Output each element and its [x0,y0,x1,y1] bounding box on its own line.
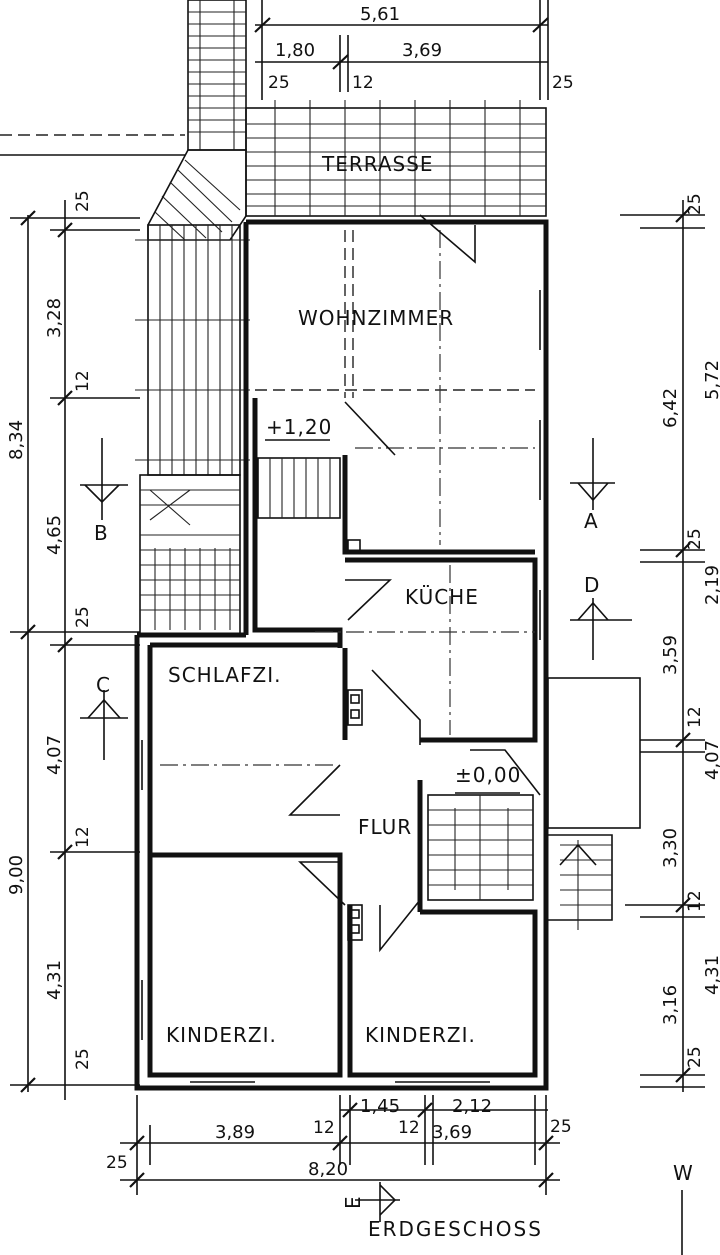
dim-bottom-e: 25 [550,1117,572,1137]
section-mark-b: B [94,521,109,545]
room-label-kids-1: KINDERZI. [166,1023,277,1047]
drawing-title: ERDGESCHOSS [368,1217,543,1241]
dim-bottom-overall: 8,20 [308,1159,348,1180]
dim-right-d6: 3,30 [660,828,681,868]
dim-right-o4: 4,31 [702,955,720,995]
dim-right-o2: 2,19 [702,565,720,605]
section-mark-a: A [584,509,599,533]
dimensions-bottom: 3,89 12 1,45 2,12 25 12 3,69 25 8,20 [106,1095,572,1195]
dim-bottom-c: 1,45 [360,1096,400,1117]
dim-left-overall-lower: 9,00 [6,855,27,895]
dim-right-d4: 3,59 [660,635,681,675]
dim-bottom-a: 3,89 [215,1122,255,1143]
dim-top-overall: 5,61 [360,4,400,25]
dimensions-top: 5,61 1,80 3,69 25 12 25 [254,0,574,100]
dim-top-t1: 25 [268,73,290,93]
dim-left-d5: 25 [73,606,93,628]
dim-right-d1: 25 [685,193,705,215]
dim-bottom-f: 12 [398,1118,420,1138]
section-markers: A B C D E [80,438,632,1222]
dim-bottom-h: 25 [106,1153,128,1173]
dimensions-left: 8,34 9,00 25 3,28 12 4,65 25 4,07 12 4,3… [6,190,140,1100]
dim-right-d2: 6,42 [660,388,681,428]
room-label-bedroom: SCHLAFZI. [168,663,281,687]
dim-bottom-d: 2,12 [452,1096,492,1117]
terrace-structure: TERRASSE [0,0,547,636]
walls [134,219,549,1091]
interior-details [160,214,641,953]
dim-right-o1: 5,72 [702,360,720,400]
dim-bottom-g: 3,69 [432,1122,472,1143]
room-label-living: WOHNZIMMER [298,306,454,330]
dim-left-d9: 25 [73,1048,93,1070]
dim-left-d2: 3,28 [44,298,65,338]
dim-right-d9: 25 [685,1046,705,1068]
dim-right-d8: 3,16 [660,985,681,1025]
dim-left-d3: 12 [73,370,93,392]
dim-top-right: 3,69 [402,40,442,61]
compass-label: W [673,1161,694,1185]
section-mark-d: D [584,573,600,597]
dim-right-d7: 12 [685,890,705,912]
dim-top-left: 1,80 [275,40,315,61]
room-label-hall: FLUR [358,815,412,839]
dim-left-d8: 4,31 [44,960,65,1000]
dim-bottom-b: 12 [313,1118,335,1138]
dim-left-overall-upper: 8,34 [6,420,27,460]
dim-right-o3: 4,07 [702,740,720,780]
terrace-label: TERRASSE [321,152,434,176]
room-labels: WOHNZIMMER KÜCHE SCHLAFZI. FLUR KINDERZI… [166,306,521,1047]
dim-left-d1: 25 [73,190,93,212]
section-mark-e: E [341,1195,365,1209]
dim-left-d7: 12 [73,826,93,848]
room-label-kitchen: KÜCHE [405,585,479,609]
dimensions-right: 25 6,42 25 3,59 12 3,30 12 3,16 25 5,72 … [620,193,720,1092]
level-ground-label: ±0,00 [455,763,521,787]
dim-left-d4: 4,65 [44,515,65,555]
compass-marker: W [673,1161,694,1255]
level-upper-label: +1,20 [266,415,332,439]
dim-top-t2: 12 [352,73,374,93]
dim-top-t3: 25 [552,73,574,93]
dim-left-d6: 4,07 [44,735,65,775]
dim-right-d5: 12 [685,706,705,728]
section-mark-c: C [96,673,111,697]
room-label-kids-2: KINDERZI. [365,1023,476,1047]
dim-right-d3: 25 [685,528,705,550]
